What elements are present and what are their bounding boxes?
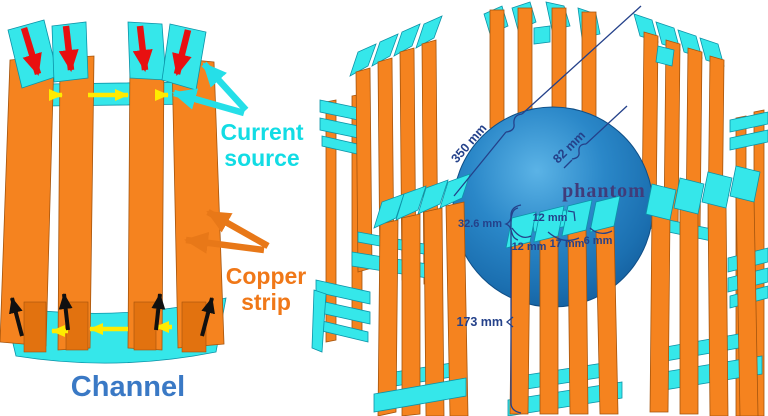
dim-label-173: 173 mm — [456, 315, 503, 329]
current-flow-arrows-bottom — [51, 321, 172, 337]
dim-curl-6 — [589, 227, 613, 235]
copper-strip-back — [23, 301, 47, 353]
copper-strip-label-line2: strip — [241, 289, 291, 315]
array-channel-left-edge — [311, 93, 371, 353]
array-channel-front-left — [373, 173, 471, 416]
dim-label-32_6: 32.6 mm — [458, 218, 502, 230]
phantom-label: phantom — [562, 180, 646, 202]
dim-brace-350 — [505, 113, 523, 133]
orange-callout-arrow-icon — [184, 231, 265, 254]
dim-label-12-top: 12 mm — [533, 212, 568, 224]
dim-curl-12 — [511, 227, 532, 239]
copper-strip-back — [133, 301, 157, 351]
copper-strip-callout-arrows — [184, 209, 270, 254]
dim-brace-173 — [505, 316, 514, 328]
red-arrow-down-icon — [172, 29, 192, 76]
black-arrow-up-icon — [9, 297, 24, 337]
orange-callout-arrow-icon — [206, 209, 270, 249]
dim-line-173 — [510, 204, 522, 414]
current-source-label-line1: Current — [220, 119, 303, 145]
black-arrow-up-icon — [151, 293, 166, 331]
dim-line-350 — [521, 5, 642, 115]
current-source-tabs — [7, 19, 207, 91]
current-source-label-line2: source — [224, 145, 299, 171]
current-source-callout-arrows — [172, 61, 249, 117]
current-direction-arrows-top — [20, 25, 192, 76]
channel-label: Channel — [71, 371, 185, 403]
red-arrow-down-icon — [58, 25, 79, 72]
array-channel-front-center — [505, 195, 623, 416]
left-channel-figure: Current source Copper strip Channel — [0, 19, 307, 403]
black-arrow-up-icon — [200, 297, 215, 337]
dim-brace-82 — [571, 143, 587, 160]
dim-label-12-bottom: 12 mm — [512, 241, 547, 253]
dim-tick-12-top — [567, 210, 576, 222]
copper-strip-label-line1: Copper — [226, 263, 307, 289]
current-direction-arrows-bottom — [9, 293, 215, 337]
dim-curl-17 — [547, 231, 580, 242]
red-arrow-down-icon — [132, 25, 153, 72]
right-array-figure: 350 mm 82 mm phantom 32.6 mm 12 mm 12 mm… — [311, 1, 768, 416]
array-channel-front-right — [645, 165, 763, 416]
dim-line-350b — [453, 131, 507, 197]
black-arrow-up-icon — [58, 293, 73, 331]
dim-label-17: 17 mm — [550, 238, 585, 250]
dim-label-6: 6 mm — [584, 235, 613, 247]
dim-line-82 — [585, 105, 628, 145]
cyan-callout-arrow-icon — [201, 61, 249, 113]
cyan-callout-arrow-icon — [172, 88, 245, 117]
current-source-tab — [127, 21, 167, 81]
dim-brace-32_6 — [504, 207, 519, 241]
array-channel-back-top — [483, 1, 601, 131]
dim-line-82b — [563, 159, 573, 169]
red-arrow-down-icon — [20, 27, 42, 76]
